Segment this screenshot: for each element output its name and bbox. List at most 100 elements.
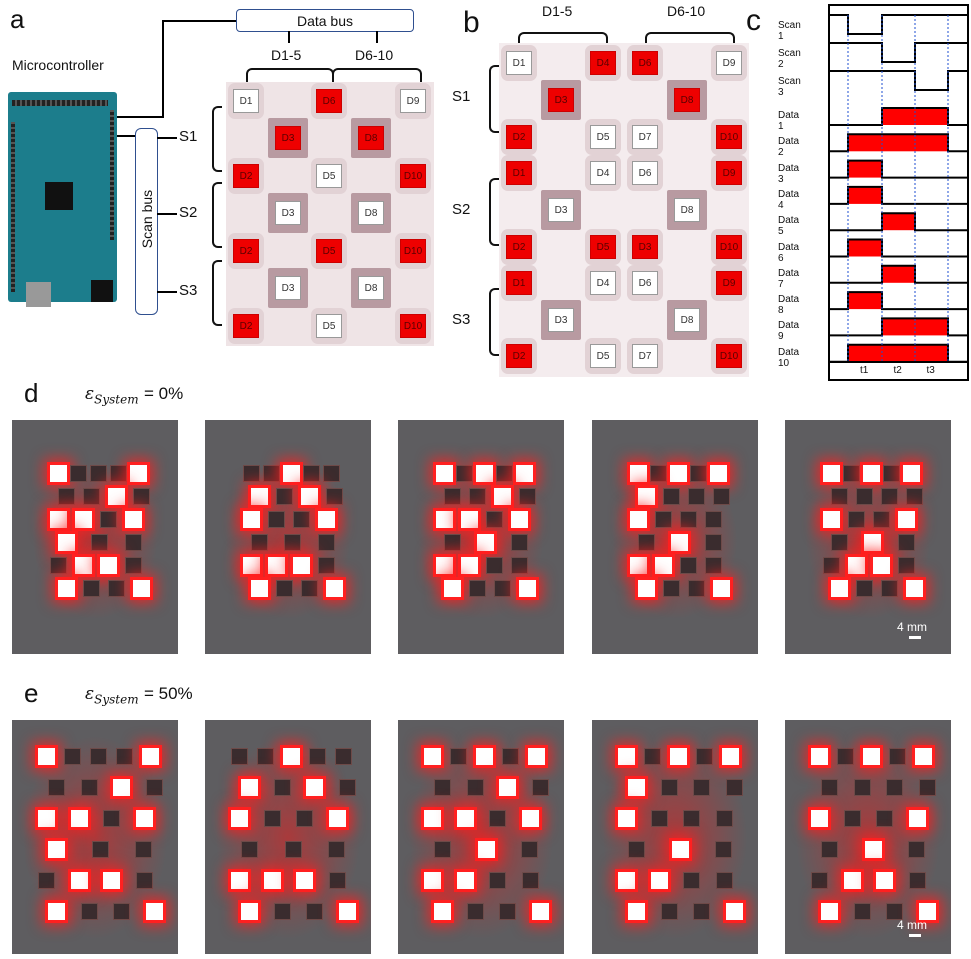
waveform-scan-1	[829, 14, 968, 35]
led-on	[424, 810, 441, 827]
led-on	[638, 580, 655, 597]
panel-c-label: c	[746, 4, 761, 37]
pulse-data-3	[848, 160, 882, 178]
led-off	[837, 748, 854, 765]
led-on	[231, 810, 248, 827]
led-on	[50, 465, 67, 482]
led-off	[241, 841, 259, 858]
led-off	[456, 465, 473, 482]
led-on	[456, 810, 474, 827]
led-off	[469, 488, 486, 505]
led-on	[326, 580, 343, 597]
led-off	[715, 841, 733, 858]
led-on	[638, 488, 655, 505]
led-on	[58, 534, 75, 551]
led-off	[444, 534, 461, 551]
led-on	[461, 511, 478, 528]
led-off	[434, 841, 452, 858]
led-on	[268, 557, 285, 574]
led-array-photo: 4 mm	[785, 720, 951, 954]
led-off	[655, 511, 672, 528]
led-on	[531, 903, 549, 920]
pulse-data-6	[848, 239, 882, 257]
led-tile-d5: D5	[316, 314, 342, 338]
scan-label-s2: S2	[452, 201, 471, 218]
scan-bus-wire	[117, 135, 135, 137]
led-off	[644, 748, 661, 765]
led-tile-d5: D5	[590, 235, 616, 259]
led-on	[628, 903, 646, 920]
scale-bar	[909, 934, 921, 937]
led-on	[38, 748, 55, 765]
led-on	[135, 810, 153, 827]
led-off	[306, 903, 324, 920]
led-off	[531, 779, 549, 796]
led-on	[511, 511, 528, 528]
led-tile-d2: D2	[506, 125, 532, 149]
waveform-data-4	[829, 185, 968, 205]
led-off	[715, 810, 733, 827]
led-off	[318, 557, 335, 574]
led-on	[630, 511, 647, 528]
led-off	[494, 580, 511, 597]
pulse-data-5	[882, 213, 915, 231]
led-array-photo	[12, 720, 178, 954]
led-on	[301, 488, 318, 505]
led-on	[898, 511, 915, 528]
led-tile-d8: D8	[674, 198, 700, 222]
waveform-data-2	[829, 133, 968, 153]
led-on	[494, 488, 511, 505]
led-off	[317, 534, 335, 551]
led-on	[628, 779, 646, 796]
led-off	[293, 511, 310, 528]
led-on	[328, 810, 346, 827]
waveform-data-3	[829, 159, 968, 179]
led-off	[821, 779, 839, 796]
led-on	[434, 903, 452, 920]
led-off	[853, 779, 871, 796]
led-on	[145, 903, 163, 920]
scan-bus-branch	[157, 291, 177, 293]
signal-label: Data 8	[778, 294, 800, 317]
led-on	[528, 748, 545, 765]
led-off	[705, 557, 722, 574]
led-on	[630, 465, 647, 482]
led-off	[496, 465, 513, 482]
led-off	[108, 580, 125, 597]
led-on	[823, 465, 840, 482]
led-off	[466, 903, 484, 920]
timing-diagram	[828, 4, 969, 381]
led-tile-d6: D6	[632, 161, 658, 185]
group-d6-10-label: D6-10	[667, 3, 706, 19]
scale-bar-label: 4 mm	[897, 918, 927, 932]
led-tile-d4: D4	[590, 51, 616, 75]
brace-s1	[489, 65, 499, 133]
led-off	[284, 534, 302, 551]
led-off	[897, 534, 915, 551]
led-off	[444, 488, 461, 505]
led-off	[843, 810, 861, 827]
scan-label-s1: S1	[452, 88, 471, 105]
led-off	[881, 488, 898, 505]
led-on	[618, 810, 635, 827]
led-tile-d10: D10	[716, 344, 742, 368]
led-on	[461, 557, 478, 574]
waveform-data-9	[829, 317, 968, 337]
led-on	[108, 488, 125, 505]
pulse-data-9	[882, 318, 948, 336]
led-on	[650, 872, 668, 889]
time-label-t2: t2	[893, 365, 902, 376]
led-off	[511, 557, 528, 574]
led-off	[251, 534, 268, 551]
led-tile-d3: D3	[632, 235, 658, 259]
led-off	[90, 748, 107, 765]
led-off	[705, 511, 722, 528]
data-bus-wire	[117, 116, 163, 118]
microcontroller-board	[8, 92, 117, 307]
led-off	[499, 903, 517, 920]
interconnect-mesh	[499, 43, 749, 377]
led-off	[908, 872, 926, 889]
led-on	[318, 511, 335, 528]
led-on	[671, 841, 689, 858]
